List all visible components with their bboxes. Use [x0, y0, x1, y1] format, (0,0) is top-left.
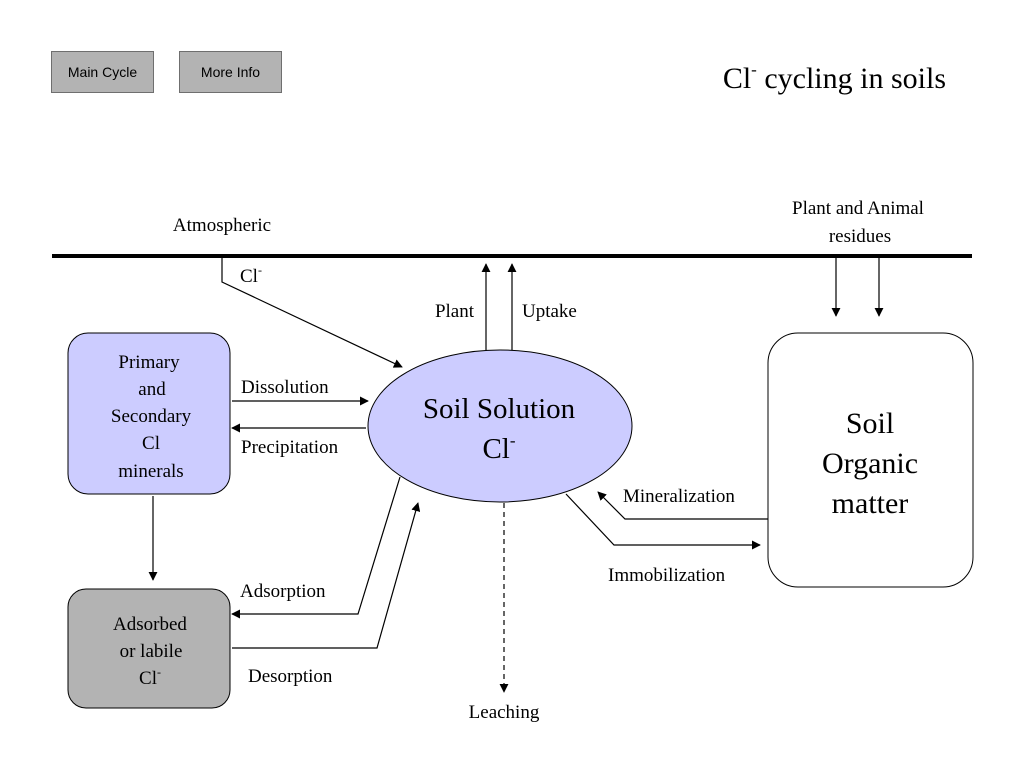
organic-line3: matter: [832, 487, 909, 520]
plant-label: Plant: [435, 301, 475, 322]
mineralization-arrow: [597, 491, 768, 520]
atmospheric-cl-text: Cl: [240, 266, 258, 287]
main-cycle-button[interactable]: Main Cycle: [51, 51, 154, 93]
more-info-button[interactable]: More Info: [179, 51, 282, 93]
adsorbed-line1: Adsorbed: [113, 614, 187, 635]
minerals-line2: and: [138, 379, 166, 400]
atmospheric-cl-label: Cl-: [240, 263, 262, 287]
minerals-line5: minerals: [118, 461, 183, 482]
minerals-box: [67, 332, 231, 495]
leaching-label: Leaching: [469, 702, 540, 723]
title-sup: -: [751, 60, 757, 79]
desorption-arrow: [232, 502, 421, 649]
adsorbed-line2: or labile: [120, 641, 183, 662]
atmospheric-label: Atmospheric: [173, 215, 271, 236]
soil-solution-ellipse: [367, 349, 633, 503]
page-title: Cl- cycling in soils: [722, 60, 946, 96]
atmospheric-cl-sup: -: [258, 263, 262, 277]
organic-matter-box: [767, 332, 974, 588]
atmospheric-arrow: [221, 258, 403, 368]
soil-solution-cl-sup: -: [510, 431, 516, 450]
minerals-line1: Primary: [118, 352, 180, 373]
desorption-label: Desorption: [248, 666, 333, 687]
plant-animal-label-line2: residues: [829, 226, 891, 247]
soil-solution-title: Soil Solution: [423, 393, 576, 425]
uptake-label: Uptake: [522, 301, 577, 322]
dissolution-label: Dissolution: [241, 377, 329, 398]
organic-line1: Soil: [846, 407, 894, 440]
soil-solution-cl-text: Cl: [482, 433, 509, 465]
plant-animal-label-line1: Plant and Animal: [792, 198, 924, 219]
minerals-line3: Secondary: [111, 406, 192, 427]
adsorbed-cl-sup: -: [157, 665, 161, 679]
adsorbed-box: [67, 588, 231, 709]
title-cl: Cl: [722, 62, 752, 95]
adsorption-label: Adsorption: [240, 581, 326, 602]
precipitation-label: Precipitation: [241, 437, 339, 458]
immobilization-arrow: [565, 493, 761, 550]
soil-solution-cl: Cl-: [482, 431, 515, 465]
minerals-line4: Cl: [142, 433, 160, 454]
title-rest: cycling in soils: [756, 62, 946, 95]
organic-line2: Organic: [822, 447, 918, 480]
immobilization-label: Immobilization: [608, 565, 726, 586]
adsorption-arrow: [231, 476, 401, 619]
mineralization-label: Mineralization: [623, 486, 735, 507]
adsorbed-cl-text: Cl: [139, 668, 157, 689]
adsorbed-line3: Cl-: [139, 665, 161, 689]
